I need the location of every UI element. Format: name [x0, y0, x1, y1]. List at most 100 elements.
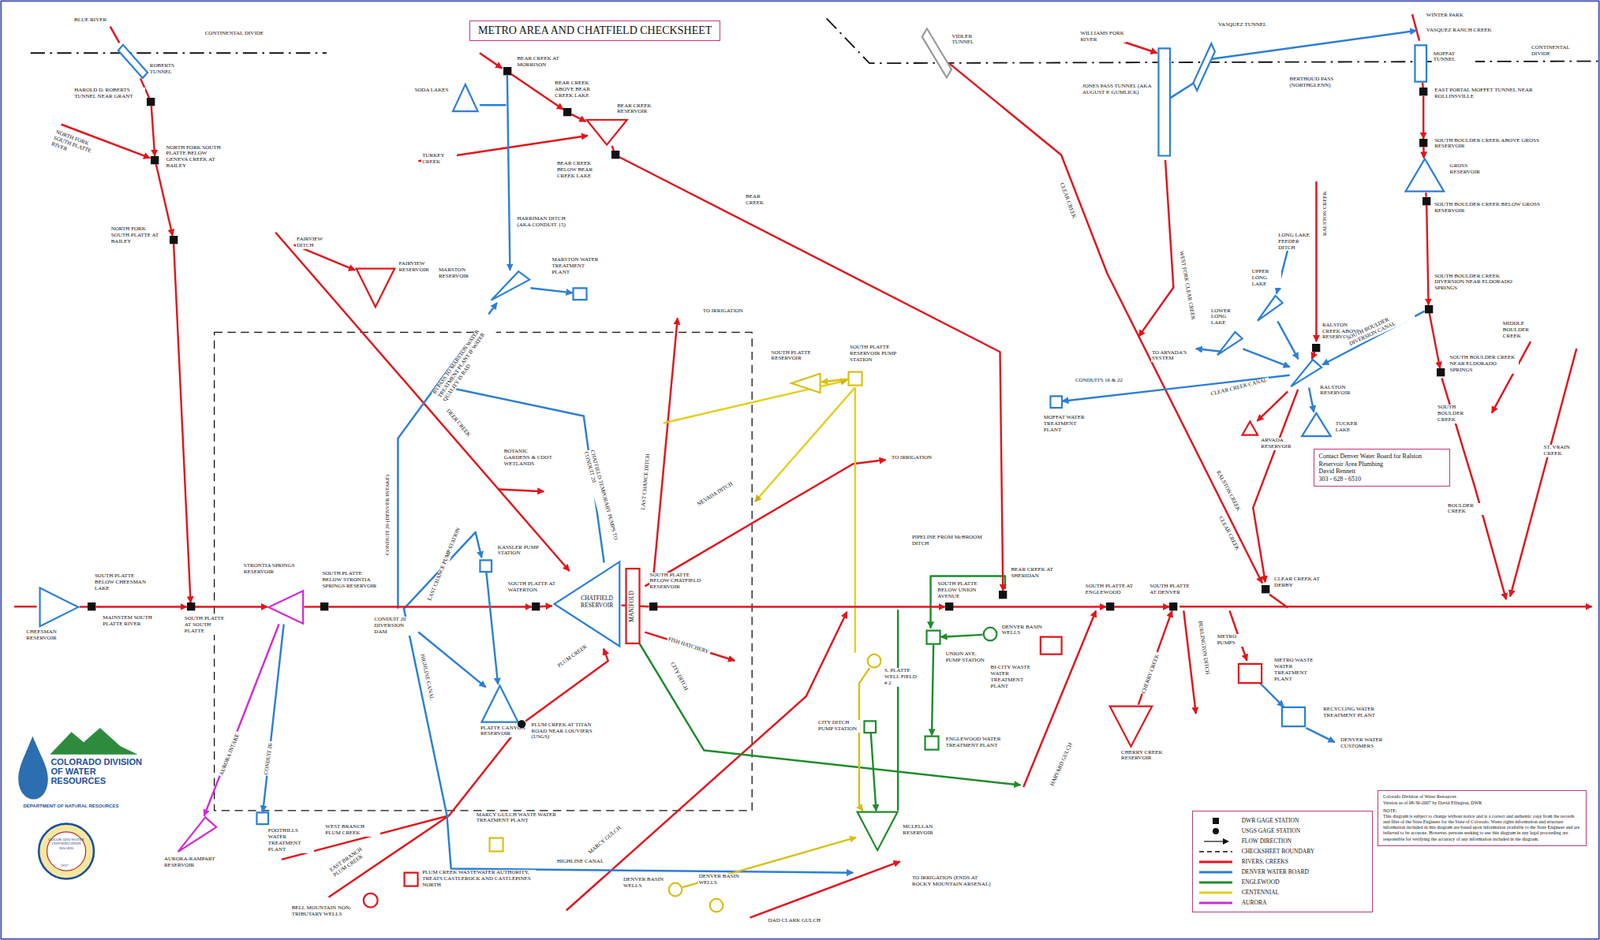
map-label: BEAR CREEK — [744, 194, 776, 207]
map-label: PLUM CREEK — [556, 642, 591, 671]
plant-square-outline — [863, 721, 877, 734]
dwr-gage: SOUTH BOULDER CREEK NEAR ELDORADO SPRING… — [1436, 368, 1445, 377]
plant-square: METRO WASTE WATER TREATMENT PLANT — [1237, 663, 1263, 685]
legend-symbol — [1197, 837, 1234, 846]
node-label: ARVADA RESERVOIR — [1259, 437, 1309, 451]
node-label: SOUTH PLATTE AT ENGLEWOOD — [1084, 583, 1138, 597]
map-label: BOTANIC GARDENS & CDOT WETLANDS — [503, 448, 555, 468]
node-label: EAST PORTAL MOFFET TUNNEL NEAR ROLLINSVI… — [1433, 87, 1562, 101]
node-label: FOOTHILLS WATER TREATMENT PLANT — [267, 828, 315, 853]
plant-square: FOOTHILLS WATER TREATMENT PLANT — [256, 812, 270, 826]
node-label: SOUTH PLATTE BELOW STRONTIA SPRINGS RESE… — [321, 571, 381, 590]
dwr-gage: HAROLD D. ROBERTS TUNNEL NEAR GRANT — [146, 97, 155, 106]
dwr-gage-outline — [563, 108, 572, 116]
structure-box: MANIFOLD — [625, 566, 640, 647]
node-label: JONES PASS TUNNEL (AKA AUGUST P. GUMLICK… — [1081, 83, 1156, 97]
tunnel: ROBERTS TUNNEL — [117, 44, 149, 79]
plant-square-outline — [926, 630, 941, 645]
shape-path — [1106, 602, 1115, 611]
node-label: BI-CITY WASTE WATER TREATMENT PLANT — [990, 665, 1043, 690]
legend-row: DENVER WATER BOARD — [1197, 867, 1368, 878]
wells-circle-outline — [983, 627, 998, 642]
reservoir-triangle-outline — [452, 83, 479, 113]
box-text: NOTE: — [1383, 808, 1582, 815]
shape-path — [1242, 422, 1258, 436]
shape-path — [998, 590, 1007, 599]
reservoir-triangle-outline — [856, 811, 899, 853]
dwr-gage: SOUTH PLATTE AT WATERTON — [531, 602, 540, 611]
flow-line — [1312, 351, 1316, 359]
node-label: AURORA-RAMPART RESERVOIR — [163, 856, 217, 870]
legend-swatch — [1197, 889, 1234, 898]
reservoir-triangle: BEAR CREEK RESERVOIR — [585, 119, 629, 146]
legend-swatch — [1197, 868, 1234, 877]
shape-path — [1419, 138, 1428, 147]
plant-square: UNION AVE. PUMP STATION — [926, 630, 941, 645]
node-label: NORTH FORK SOUTH PLATTE AT BAILEY — [110, 226, 167, 245]
shape-path — [169, 235, 178, 244]
dwr-gage-outline — [150, 156, 159, 165]
map-label: DENVER WATER CUSTOMERS — [1339, 737, 1417, 751]
map-label: LAST CHANCE DITCH — [640, 451, 652, 511]
box-text: 303 - 628 - 6510 — [1319, 475, 1445, 484]
shape-path — [1217, 332, 1243, 356]
shape-path — [479, 560, 492, 573]
plant-square: PLUM CREEK WASTEWATER AUTHORITY, TREATS … — [403, 872, 419, 887]
map-label: MIDDLE BOULDER CREEK — [1502, 321, 1548, 340]
map-label: SOUTH BOULDER CREEK — [1436, 404, 1483, 423]
map-label: MARCY GULCH — [586, 824, 625, 857]
tunnel: VIDLER TUNNEL — [921, 27, 953, 79]
reservoir-triangle-outline — [1300, 412, 1332, 438]
flow-line — [151, 106, 155, 157]
dwr-gage: EAST PORTAL MOFFET TUNNEL NEAR ROLLINSVI… — [1419, 87, 1428, 96]
node-label: SOUTH PLATTE AT WATERTON — [507, 581, 561, 595]
reservoir-triangle: LOWER LONG LAKE — [1216, 331, 1244, 356]
node-label: CLEAR CREEK AT DERBY — [1273, 576, 1323, 590]
legend-label: RIVERS, CREEKS — [1241, 858, 1289, 866]
reservoir-triangle: PLATTE CANYON RESERVOIR — [480, 684, 520, 724]
dwr-gage-outline — [531, 602, 540, 611]
legend-label: CHECKSHEET BOUNDARY — [1241, 848, 1316, 856]
shape-path — [1422, 197, 1431, 206]
shape-path — [1424, 305, 1433, 314]
shape-path — [1193, 44, 1215, 92]
node-label: SOUTH BOULDER CREEK BELOW GROSS RESERVOI… — [1433, 201, 1548, 215]
flow-line — [1424, 192, 1428, 197]
shape-path — [40, 587, 79, 627]
flow-line — [619, 157, 1003, 591]
reservoir-triangle: UPPER LONG LAKE — [1256, 295, 1284, 322]
node-label: ROBERTS TUNNEL — [149, 63, 182, 76]
reservoir-triangle-outline — [1256, 295, 1284, 322]
legend-label: AURORA — [1241, 899, 1268, 907]
dwr-gage: SOUTH PLATTE BELOW STRONTIA SPRINGS RESE… — [320, 602, 329, 611]
dwr-gage: SOUTH BOULDER CREEK BELOW GROSS RESERVOI… — [1422, 197, 1431, 206]
dwr-gage: NORTH FORK SOUTH PLATTE BELOW GENEVA CRE… — [150, 156, 159, 165]
legend-box: DWR GAGE STATIONUSGS GAGE STATIONFLOW DI… — [1192, 811, 1373, 913]
node-label: SOUTH PLATTE AT SOUTH PLATTE — [183, 616, 229, 635]
dwr-gage-outline — [998, 590, 1007, 599]
map-label: RALSTON CREEK — [1322, 189, 1329, 237]
structure-box-outline — [1158, 44, 1171, 160]
plant-square-outline — [924, 736, 939, 751]
map-label: EAST BRANCH PLUM CREEK — [328, 843, 374, 880]
flow-line — [1138, 611, 1173, 706]
reservoir-triangle-outline — [585, 119, 629, 146]
flow-line — [79, 605, 88, 608]
structure-box: JONES PASS TUNNEL (AKA AUGUST P. GUMLICK… — [1158, 44, 1171, 160]
map-label: WEST FORK CLEAR CREEK — [1177, 250, 1197, 323]
shape-path — [489, 837, 503, 852]
node-label: MANIFOLD — [629, 589, 636, 624]
node-label: BELL MOUNTAIN NON-TRIBUTARY WELLS — [291, 905, 361, 919]
reservoir-triangle: RALSTON RESERVOIR — [1289, 358, 1323, 388]
node-label: VIDLER TUNNEL — [950, 33, 994, 47]
shape-path — [1261, 585, 1270, 594]
flow-line — [1422, 96, 1425, 139]
sheet-title: METRO AREA AND CHATFIELD CHECKSHEET — [469, 20, 721, 42]
plant-square: KASSLER PUMP STATION — [479, 560, 493, 573]
shape-path — [1419, 87, 1428, 96]
dwr-gage-outline — [1419, 138, 1428, 147]
node-label: CITY DITCH PUMP STATION — [817, 720, 860, 733]
plant-square-outline — [1237, 663, 1263, 685]
map-label: TO ARVADA'S SYSTEM — [1151, 350, 1193, 363]
dwr-gage-outline — [611, 150, 620, 159]
